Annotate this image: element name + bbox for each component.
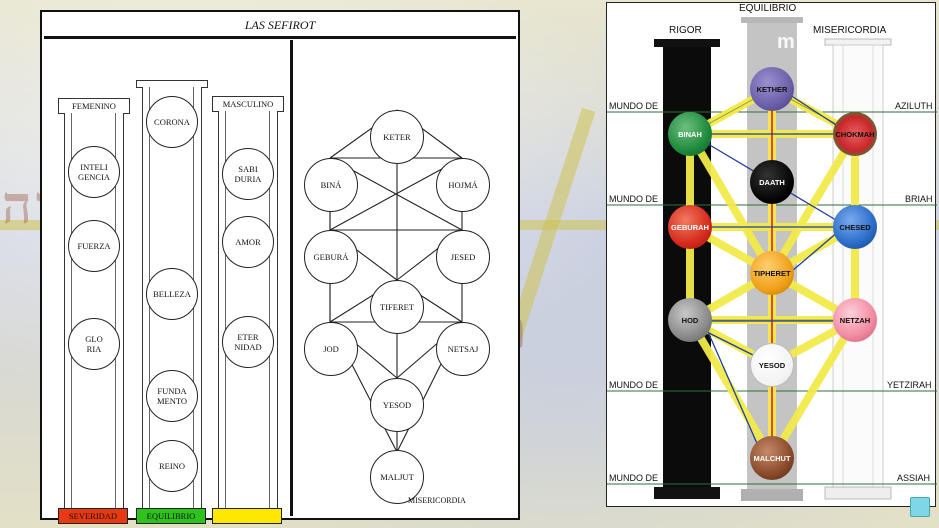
tree-node-bina: BINÁ bbox=[304, 158, 358, 212]
sphere-chesed: CHESED bbox=[833, 205, 877, 249]
pillar-base-severidad: SEVERIDAD bbox=[58, 508, 128, 524]
sphere-daath: DAATH bbox=[750, 160, 794, 204]
sefira-belleza: BELLEZA bbox=[146, 268, 198, 320]
sphere-netzah: NETZAH bbox=[833, 298, 877, 342]
sphere-kether: KETHER bbox=[750, 67, 794, 111]
tree-node-maljut: MALJUT bbox=[370, 450, 424, 504]
sefira-eternidad: ETER NIDAD bbox=[222, 316, 274, 368]
world-label-yetzirah: YETZIRAH bbox=[887, 380, 932, 390]
world-label-left: MUNDO DE bbox=[609, 473, 658, 483]
sefira-sabiduria: SABI DURIA bbox=[222, 148, 274, 200]
tree-node-netsaj: NETSAJ bbox=[436, 322, 490, 376]
tree-node-yesod: YESOD bbox=[370, 378, 424, 432]
world-label-aziluth: AZILUTH bbox=[895, 101, 933, 111]
sphere-malchut: MALCHUT bbox=[750, 436, 794, 480]
sefirot-chart-panel: LAS SEFIROT FEMENINO SEVERIDAD INTELI GE… bbox=[40, 10, 520, 524]
tree-node-hojma: HOJMÁ bbox=[436, 158, 490, 212]
panel-title: LAS SEFIROT bbox=[44, 14, 516, 39]
pillar-title-misericordia: MISERICORDIA bbox=[813, 25, 887, 36]
tree-node-keter: KETER bbox=[370, 110, 424, 164]
tree-of-life-panel: KETHER BINAH CHOKMAH DAATH GEBURAH CHESE… bbox=[606, 2, 937, 507]
tree-node-gebura: GEBURÁ bbox=[304, 230, 358, 284]
tree-node-tiferet: TIFERET bbox=[370, 280, 424, 334]
sefira-amor: AMOR bbox=[222, 216, 274, 268]
sefira-gloria: GLO RIA bbox=[68, 318, 120, 370]
sphere-tipheret: TIPHERET bbox=[750, 251, 794, 295]
sphere-chokmah: CHOKMAH bbox=[833, 112, 877, 156]
sefira-reino: REINO bbox=[146, 440, 198, 492]
sphere-geburah: GEBURAH bbox=[668, 205, 712, 249]
pillar-title-equilibrio: EQUILIBRIO bbox=[739, 3, 797, 14]
pillar-title-rigor: RIGOR bbox=[669, 25, 702, 36]
tree-node-jesed: JESED bbox=[436, 230, 490, 284]
world-label-assiah: ASSIAH bbox=[897, 473, 931, 483]
world-label-left: MUNDO DE bbox=[609, 194, 658, 204]
world-label-briah: BRIAH bbox=[905, 194, 933, 204]
sefira-fuerza: FUERZA bbox=[68, 220, 120, 272]
sefira-inteligencia: INTELI GENCIA bbox=[68, 146, 120, 198]
panel-body: FEMENINO SEVERIDAD INTELI GENCIA FUERZA … bbox=[44, 40, 516, 524]
sphere-yesod: YESOD bbox=[750, 343, 794, 387]
watermark-logo: m bbox=[777, 31, 795, 53]
tree-node-jod: JOD bbox=[304, 322, 358, 376]
world-label-left: MUNDO DE bbox=[609, 101, 658, 111]
sefira-fundamento: FUNDA MENTO bbox=[146, 370, 198, 422]
tree-caption: MISERICORDIA bbox=[408, 496, 466, 505]
pillar-base-masculino bbox=[212, 508, 282, 524]
pillar-head-femenino: FEMENINO bbox=[58, 98, 130, 114]
pillar-head-masculino: MASCULINO bbox=[212, 96, 284, 112]
sphere-hod: HOD bbox=[668, 298, 712, 342]
sefira-corona: CORONA bbox=[146, 96, 198, 148]
corner-control-icon[interactable] bbox=[910, 497, 930, 517]
panel-divider bbox=[290, 40, 293, 516]
pillar-base-equilibrio: EQUILIBRIO bbox=[136, 508, 206, 524]
sphere-binah: BINAH bbox=[668, 112, 712, 156]
world-label-left: MUNDO DE bbox=[609, 380, 658, 390]
